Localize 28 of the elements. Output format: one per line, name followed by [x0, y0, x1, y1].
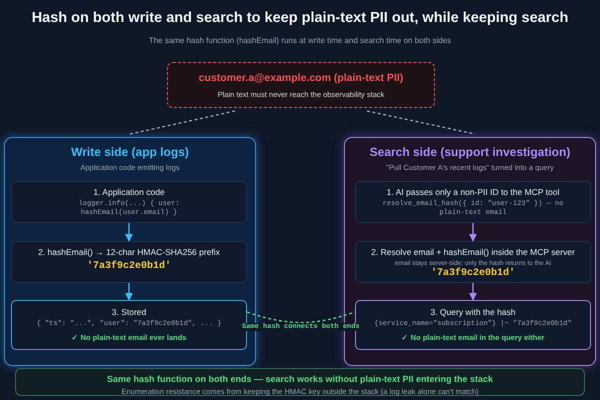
connector-line [366, 110, 476, 135]
panel-heading: Search side (support investigation) [370, 145, 570, 159]
hash-value: '7a3f9c2e0b1d' [86, 261, 171, 272]
step-heading: 3. Query with the hash [430, 307, 516, 317]
step-box [355, 241, 591, 283]
step-box [11, 181, 247, 223]
arrow [125, 283, 133, 301]
arrow [125, 223, 133, 242]
arrow [469, 223, 477, 242]
alert-box [167, 62, 435, 108]
step-box [355, 181, 591, 223]
connector-line [246, 311, 356, 324]
title: Hash on both write and search to keep plain-text PII out, while keeping search [30, 10, 570, 26]
step-heading: 1. AI passes only a non-PII ID to the MCP tool [386, 187, 560, 197]
step-heading: 2. hashEmail() → 12-char HMAC-SHA256 prefix [38, 247, 220, 257]
subtitle: The same hash function (hashEmail) runs at write time and search time on both sides [148, 36, 452, 45]
step-box [11, 241, 247, 283]
arrow [469, 283, 477, 301]
summary-heading: Same hash function on both ends — search works without plain-text PII entering the stack [106, 374, 494, 384]
step-heading: 1. Application code [93, 187, 165, 197]
search-side-panel [344, 137, 596, 366]
hash-value: '7a3f9c2e0b1d' [430, 268, 515, 279]
step-heading: 2. Resolve email + hashEmail() inside the MCP server [371, 247, 575, 257]
summary-box [15, 368, 585, 396]
panel-heading: Write side (app logs) [71, 145, 189, 159]
connector-line [130, 110, 236, 135]
pii-heading: customer.a@example.com (plain-text PII) [198, 72, 404, 84]
step-heading: 3. Stored [112, 307, 146, 317]
